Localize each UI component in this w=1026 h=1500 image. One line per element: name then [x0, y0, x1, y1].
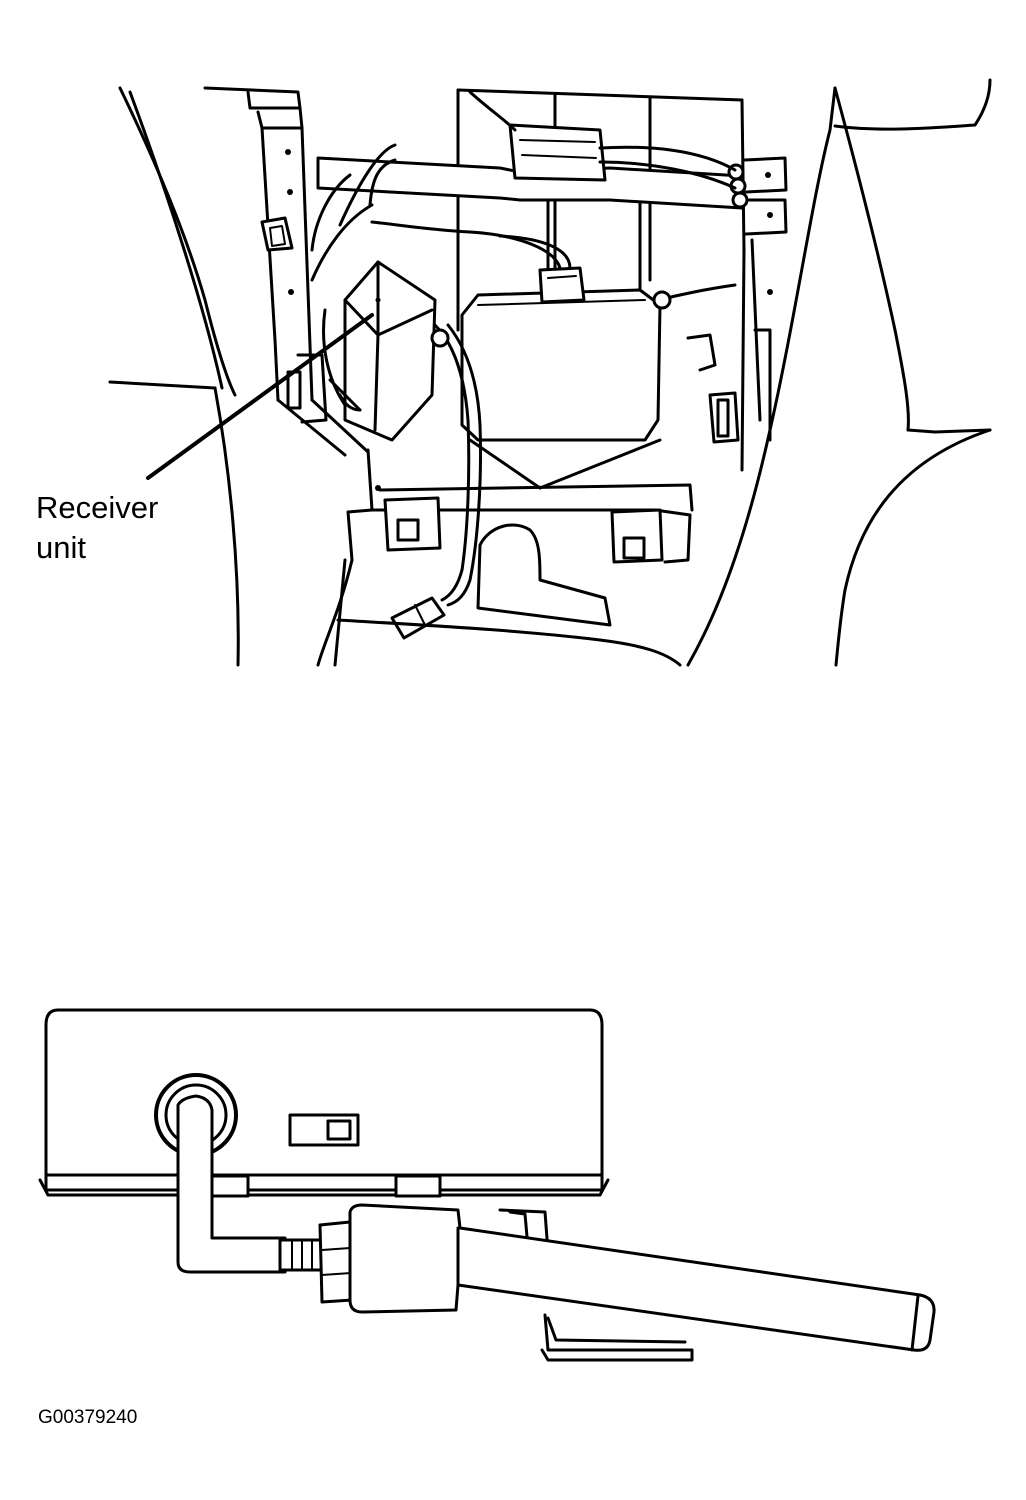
wire-harness	[390, 323, 483, 640]
status-window	[288, 1113, 360, 1147]
receiver-unit-label-line2: unit	[36, 530, 86, 565]
receiver-unit-label: Receiver unit	[36, 488, 158, 568]
antenna-rod	[348, 1203, 936, 1352]
receiver-detail-illustration	[38, 1008, 936, 1362]
right-trim-panel	[686, 78, 992, 667]
console-base	[316, 448, 694, 667]
main-module	[370, 220, 737, 490]
cable-coupling	[278, 1220, 354, 1304]
figure-code: G00379240	[38, 1407, 138, 1428]
cross-bar	[316, 90, 749, 210]
console-left-rail	[256, 106, 370, 457]
receiver-box	[38, 1008, 610, 1198]
antenna-cable	[176, 1094, 287, 1274]
mounting-bracket	[498, 1208, 694, 1362]
console-illustration	[108, 78, 992, 667]
receiver-leader-line	[146, 313, 374, 480]
left-trim-panel	[108, 86, 302, 667]
receiver-unit-label-line1: Receiver	[36, 490, 159, 525]
receiver-unit-console	[310, 143, 437, 442]
console-right-rail	[686, 98, 788, 472]
